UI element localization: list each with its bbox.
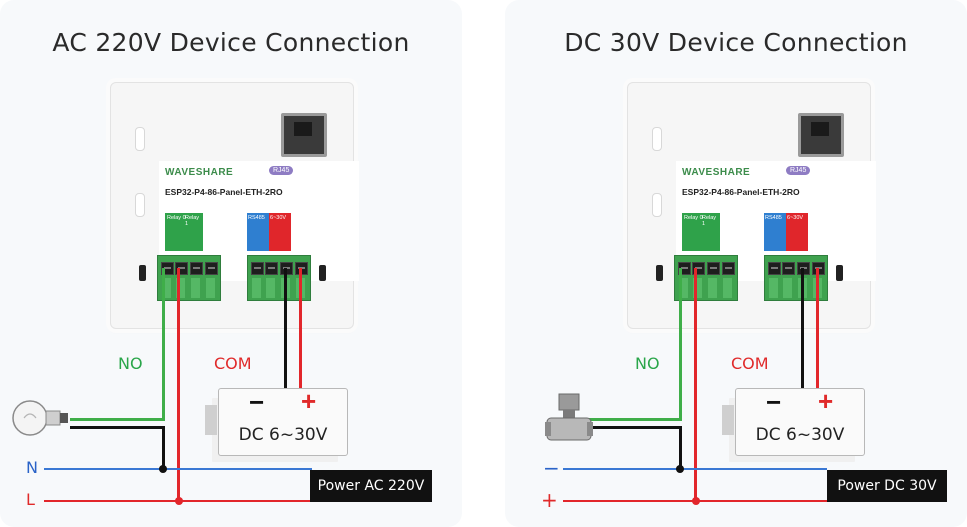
relay-block: Relay 0 Relay 1 [682,213,720,251]
junction-dot [692,497,700,505]
relay0-label: Relay 0 [684,215,703,221]
dc-panel: DC 30V Device Connection WAVESHARE RJ45 … [505,0,967,527]
psu-plus-symbol: + [301,386,317,416]
ac-device: WAVESHARE RJ45 ESP32-P4-86-Panel-ETH-2RO… [110,82,359,329]
psu-plus-wire [299,268,302,390]
clip-slot [139,265,146,281]
n-line [44,468,312,470]
model-name: ESP32-P4-86-Panel-ETH-2RO [682,187,800,197]
no-label: NO [118,354,143,373]
power-block: 6~30V [269,213,291,251]
no-wire [679,268,682,420]
junction-dot [676,465,684,473]
psu-minus-symbol: − [766,387,782,417]
brand-logo: WAVESHARE [682,167,751,178]
pwr-label: 6~30V [270,215,287,221]
lamp-return-wire [162,426,165,468]
psu-minus-symbol: − [249,387,265,417]
rj45-port-icon [281,113,327,157]
psu-voltage: DC 6~30V [755,425,845,445]
light-bulb-icon [12,400,68,436]
power-block: 6~30V [786,213,808,251]
minus-rail-label: − [543,456,560,480]
psu-minus-wire [284,268,287,390]
no-label: NO [635,354,660,373]
minus-rail [563,468,827,470]
psu-plus-symbol: + [818,386,834,416]
rs485-block: RS485 [247,213,269,251]
clip-slot [656,265,663,281]
mount-slot [135,127,145,151]
ac-panel: AC 220V Device Connection WAVESHARE RJ45… [0,0,462,527]
lamp-return-wire [70,426,165,429]
dc-device: WAVESHARE RJ45 ESP32-P4-86-Panel-ETH-2RO… [627,82,876,329]
junction-dot [175,497,183,505]
brand-logo: WAVESHARE [165,167,234,178]
com-wire [694,268,697,501]
plus-rail-label: + [541,488,558,512]
rj45-port-icon [798,113,844,157]
rs485-label: RS485 [248,215,265,221]
mount-slot [652,193,662,217]
com-label: COM [214,354,252,373]
power-tag: Power AC 220V [310,470,432,502]
com-wire [177,268,180,501]
relay1-label: Relay 1 [702,215,717,227]
clip-slot [836,265,843,281]
psu-minus-wire [801,268,804,390]
model-name: ESP32-P4-86-Panel-ETH-2RO [165,187,283,197]
clip-slot [319,265,326,281]
psu-plus-wire [816,268,819,390]
solenoid-valve-icon [545,393,593,441]
n-label: N [26,458,38,477]
rj45-badge: RJ45 [269,166,294,175]
com-label: COM [731,354,769,373]
relay-block: Relay 0 Relay 1 [165,213,203,251]
pwr-label: 6~30V [787,215,804,221]
ac-title: AC 220V Device Connection [52,28,410,57]
relay1-label: Relay 1 [185,215,200,227]
dc-psu: − + DC 6~30V [722,386,865,456]
relay-terminal-block [157,255,221,301]
no-wire [162,268,165,420]
mount-slot [652,127,662,151]
relay0-label: Relay 0 [167,215,186,221]
l-label: L [26,490,35,509]
mount-slot [135,193,145,217]
no-wire [70,418,165,421]
rj45-badge: RJ45 [786,166,811,175]
rs485-block: RS485 [764,213,786,251]
psu-voltage: DC 6~30V [238,425,328,445]
junction-dot [159,465,167,473]
no-wire [585,418,682,421]
valve-return-wire [585,426,682,429]
relay-terminal-block [674,255,738,301]
valve-return-wire [679,426,682,468]
dc-title: DC 30V Device Connection [564,28,908,57]
power-tag: Power DC 30V [827,470,947,502]
ac-psu: − + DC 6~30V [205,386,348,456]
rs485-label: RS485 [765,215,782,221]
